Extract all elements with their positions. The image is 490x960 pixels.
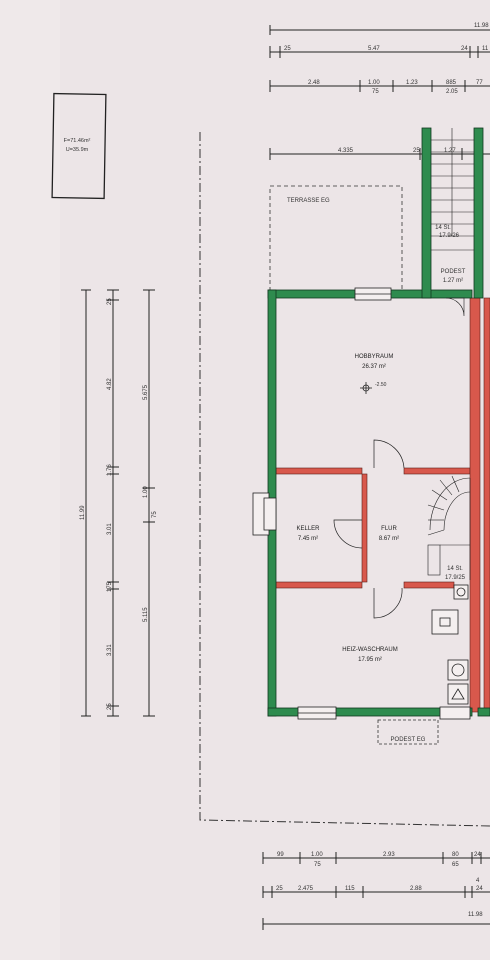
dim-top-r4-c: 1.27 <box>444 148 456 154</box>
dim-top-total: 11.98 <box>474 23 489 29</box>
dim-left-c1: 5.675 <box>143 384 149 400</box>
inner-stair-steps: 14 St. <box>447 566 463 572</box>
door-swings <box>333 439 405 619</box>
dim-left-total: 11.99 <box>80 505 86 520</box>
room-flur-area: 8.67 m² <box>379 536 399 542</box>
dim-left-c2: 1.00 <box>143 486 149 498</box>
dim-bot-r2-f: 24 <box>476 886 483 892</box>
room-keller-area: 7.45 m² <box>298 536 318 542</box>
podest-eg-label: PODEST EG <box>391 737 426 743</box>
inner-stair-ratio: 17.9/25 <box>445 575 466 581</box>
dim-top-r3-f: 2.05 <box>446 89 458 95</box>
dim-left-b4: 3.01 <box>107 523 113 535</box>
dim-top-r4-a: 4.335 <box>338 148 354 154</box>
dim-left-b5: 175 <box>107 581 113 592</box>
room-heiz-area: 17.95 m² <box>358 657 382 663</box>
dim-bot-r1-c: 75 <box>314 862 321 868</box>
room-flur-name: FLUR <box>381 526 397 532</box>
dim-top-r3-d: 1.23 <box>406 80 418 86</box>
dim-bot-r1-f: 65 <box>452 862 459 868</box>
info-box: F=71.46m² U=35.9m <box>51 92 107 200</box>
dim-top-r2-a: 25 <box>284 46 291 52</box>
dim-bot-r1-d: 2.93 <box>383 852 395 858</box>
dim-top-r3-c: 75 <box>372 89 379 95</box>
dim-top-r3-a: 2.48 <box>308 80 320 86</box>
podest-eg: PODEST EG <box>377 719 439 745</box>
dim-bot-r1-e: 80 <box>452 852 459 858</box>
dim-top-r3-e: 885 <box>446 80 457 86</box>
level-marker: -2.50 <box>360 382 387 394</box>
room-hobbyraum-name: HOBBYRAUM <box>355 354 394 360</box>
room-hobbyraum-area: 26.37 m² <box>362 364 386 370</box>
dim-top-r2-b: 5.47 <box>368 46 380 52</box>
podest-area: 1.27 m² <box>443 278 463 284</box>
dim-bot-r1-b: 1.00 <box>311 852 323 858</box>
top-dimension-lines: 11.98 25 5.47 24 11 2.48 1.00 75 1.23 88… <box>269 23 490 160</box>
dim-bot-r2-e: 4 <box>476 878 480 884</box>
dim-bot-r1-g: 24 <box>474 852 481 858</box>
dim-left-b3: 1.76 <box>107 464 113 476</box>
dim-top-r2-c: 24 <box>461 46 468 52</box>
room-heiz-name: HEIZ-WASCHRAUM <box>342 647 397 653</box>
dim-bot-r2-d: 2.88 <box>410 886 422 892</box>
windows <box>252 287 471 720</box>
dim-bot-total: 11.98 <box>468 912 483 918</box>
dim-left-c4: 5.115 <box>143 607 149 622</box>
dim-top-r3-b: 1.00 <box>368 80 380 86</box>
dim-top-r3-g: 77 <box>476 80 483 86</box>
terrace-label: TERRASSE EG <box>287 198 330 204</box>
top-stair <box>431 128 474 317</box>
dim-top-r2-d: 11 <box>482 46 489 52</box>
room-keller-name: KELLER <box>296 526 320 532</box>
room-labels: HOBBYRAUM 26.37 m² KELLER 7.45 m² FLUR 8… <box>296 354 399 663</box>
top-stair-ratio: 17.9/26 <box>439 233 460 239</box>
bottom-dimension-lines: 99 1.00 75 2.93 80 65 24 25 2.475 115 2.… <box>262 852 490 930</box>
top-stair-steps: 14 St. <box>435 225 451 231</box>
dim-bot-r2-c: 115 <box>345 886 355 892</box>
level-mark-text: -2.50 <box>375 382 387 388</box>
dim-bot-r1-a: 99 <box>277 852 284 858</box>
podest-label: PODEST <box>441 269 466 275</box>
dim-left-b1: 25 <box>107 298 113 305</box>
dim-left-b6: 3.31 <box>107 644 113 656</box>
dim-left-c3: 75 <box>152 511 158 518</box>
info-area: F=71.46m² <box>64 138 91 144</box>
info-volume: U=35.9m <box>66 147 89 153</box>
dim-left-b7: 25 <box>107 703 113 710</box>
inner-stair <box>427 475 471 580</box>
dim-left-b2: 4.82 <box>107 378 113 390</box>
utility-fixtures <box>431 584 469 705</box>
dim-top-r4-b: 25 <box>413 148 420 154</box>
left-dimension-lines: 11.99 25 4.82 1.76 3.01 175 3.31 25 5.67… <box>80 289 158 717</box>
dim-bot-r2-a: 25 <box>276 886 283 892</box>
dim-bot-r2-b: 2.475 <box>298 886 314 892</box>
